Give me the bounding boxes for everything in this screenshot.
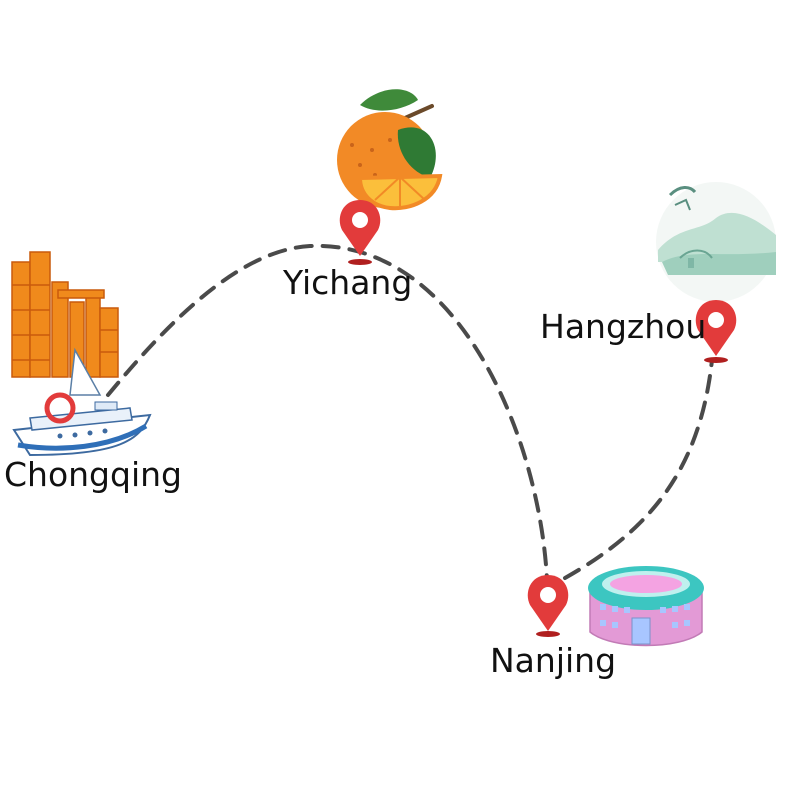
city-label-hangzhou: Hangzhou: [540, 307, 706, 346]
cruise-ship-illustration: [12, 347, 152, 457]
chongqing-illustration: [11, 251, 152, 457]
nanjing-illustration: [527, 566, 704, 647]
map-pin-icon: [44, 392, 76, 424]
map-pin-icon: [339, 200, 381, 265]
skyline-illustration: [11, 251, 119, 378]
map-pin-icon: [695, 300, 737, 363]
orange-fruit-illustration: [337, 89, 443, 211]
city-label-chongqing: Chongqing: [4, 455, 182, 494]
hangzhou-illustration: [656, 182, 776, 363]
city-label-yichang: Yichang: [282, 263, 412, 302]
map-pin-icon: [527, 575, 569, 637]
route-line-segment: [563, 358, 714, 580]
west-lake-landscape-illustration: [656, 182, 776, 302]
round-museum-building-illustration: [588, 566, 704, 647]
route-line: [106, 243, 549, 582]
city-label-nanjing: Nanjing: [490, 641, 616, 680]
yichang-illustration: [337, 89, 443, 265]
